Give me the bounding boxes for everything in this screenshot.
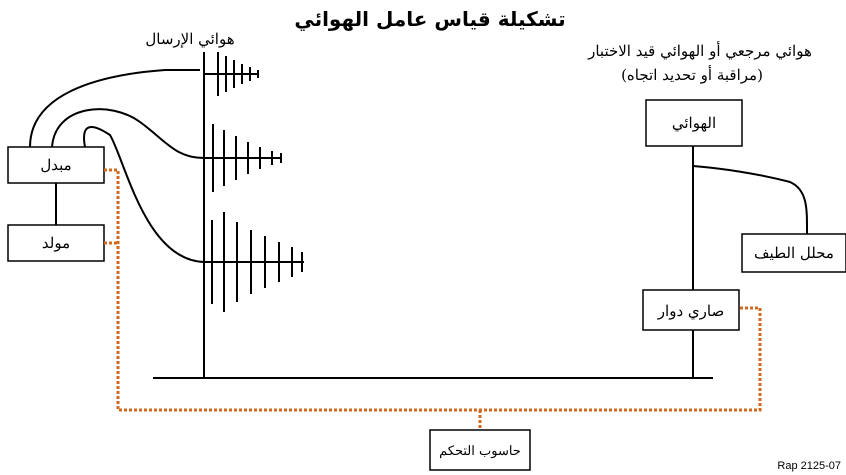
antenna-box: الهوائي xyxy=(645,99,743,147)
tx-log-periodic-antenna-middle xyxy=(204,124,282,192)
spectrum-analyzer-box: محلل الطيف xyxy=(741,233,846,273)
diagram-title: تشكيلة قياس عامل الهوائي xyxy=(294,7,565,32)
control-computer-label: حاسوب التحكم xyxy=(439,444,521,459)
figure-reference: Rap 2125-07 xyxy=(777,460,841,472)
ref-antenna-label-line2: (مراقبة أو تحديد اتجاه) xyxy=(621,65,763,84)
tx-log-periodic-antenna-bottom xyxy=(204,212,304,312)
cable-switch-to-antenna-bottom xyxy=(83,126,205,263)
control-computer-box: حاسوب التحكم xyxy=(429,429,531,471)
rotating-mast-box: صاري دوار xyxy=(642,289,740,331)
antenna-box-label: الهوائي xyxy=(672,114,716,132)
cable-switch-to-antenna-middle xyxy=(51,108,205,159)
control-bus-link xyxy=(104,168,762,412)
cable-switch-to-antenna-top xyxy=(29,69,200,148)
cable-antenna-to-spectrum-analyzer xyxy=(692,165,809,235)
tx-antenna-label: هوائي الإرسال xyxy=(145,30,234,48)
switch-box: مبدل xyxy=(7,146,105,184)
generator-box: مولد xyxy=(7,224,105,262)
rotating-mast-label: صاري دوار xyxy=(657,302,724,320)
spectrum-analyzer-label: محلل الطيف xyxy=(754,244,834,262)
generator-label: مولد xyxy=(42,234,70,252)
ref-antenna-label-line1: هوائي مرجعي أو الهوائي قيد الاختبار xyxy=(587,41,812,60)
tx-log-periodic-antenna-top xyxy=(204,52,259,96)
switch-label: مبدل xyxy=(40,156,71,174)
